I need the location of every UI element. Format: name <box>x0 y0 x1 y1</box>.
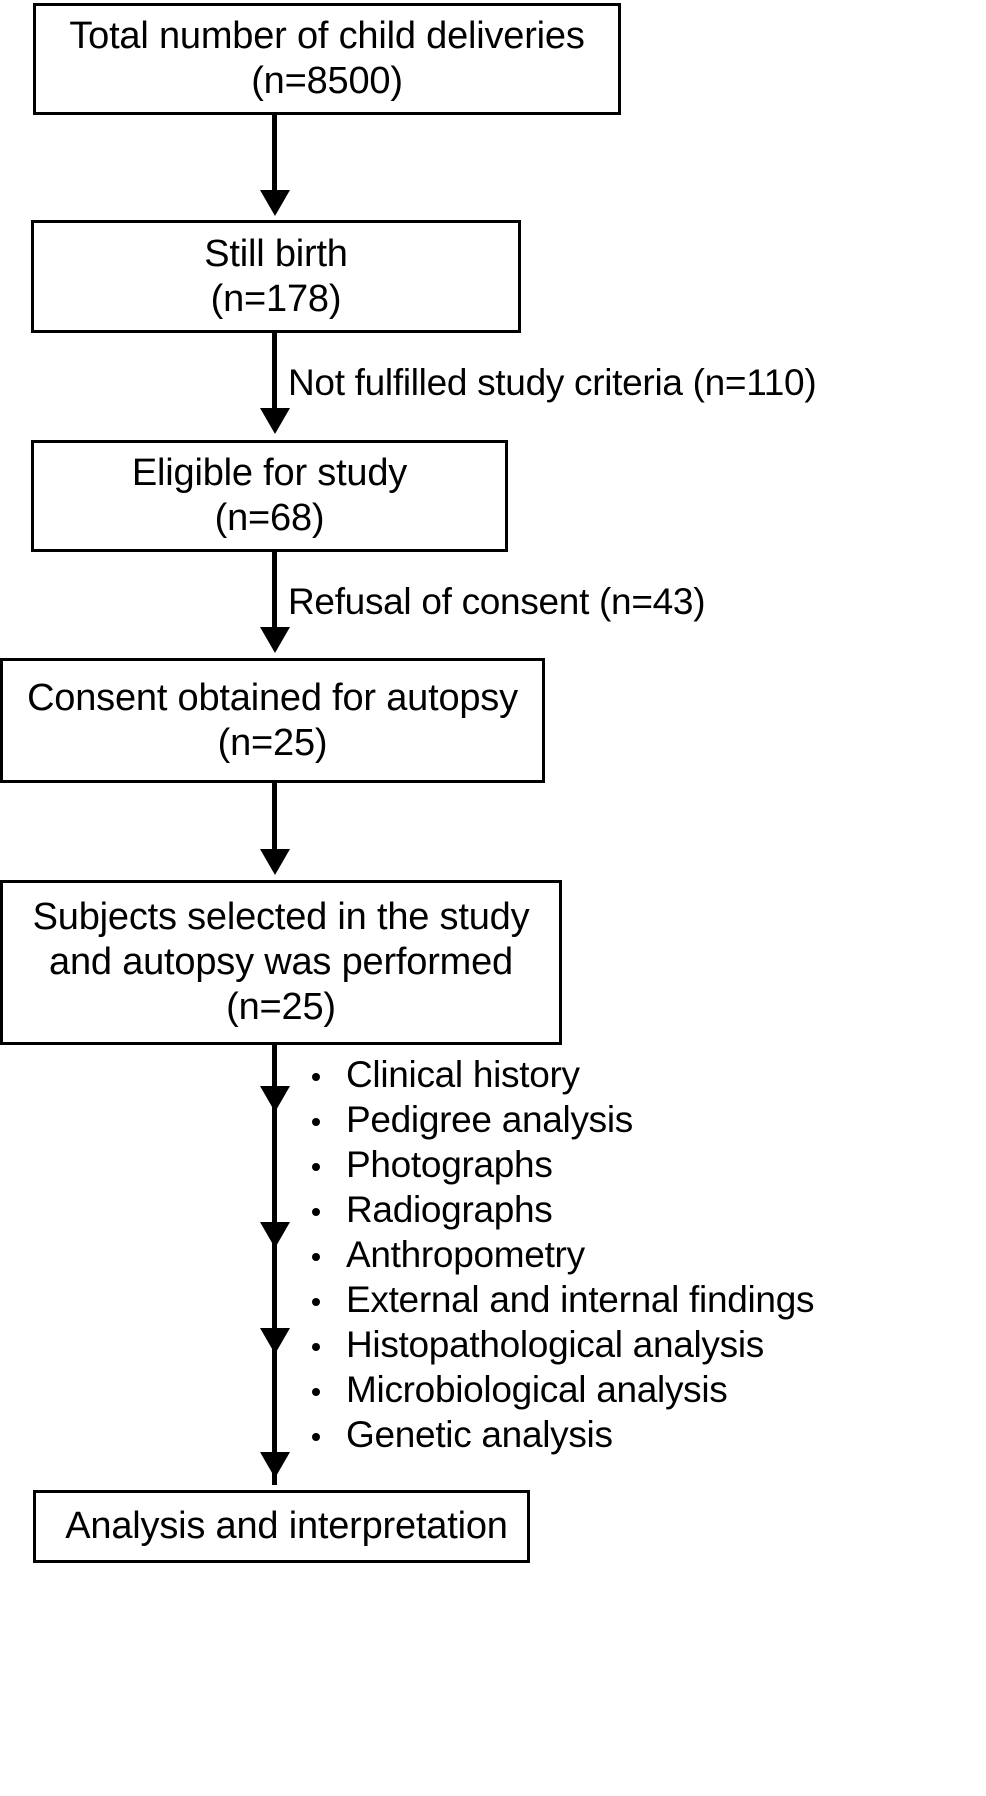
flow-node-total-deliveries: Total number of child deliveries (n=8500… <box>33 3 621 115</box>
flow-node-eligible-for-study: Eligible for study (n=68) <box>31 440 508 552</box>
node-line-count: (n=25) <box>226 985 336 1028</box>
flow-node-still-birth: Still birth (n=178) <box>31 220 521 333</box>
edge-label-refusal-of-consent: Refusal of consent (n=43) <box>288 581 706 622</box>
arrowhead-icon <box>260 627 290 653</box>
list-item: Anthropometry <box>298 1232 814 1277</box>
list-item: Photographs <box>298 1142 814 1187</box>
list-item: External and internal findings <box>298 1277 815 1322</box>
node-line: Consent obtained for autopsy <box>27 676 518 719</box>
flow-node-analysis-interpretation: Analysis and interpretation <box>33 1490 530 1563</box>
connector-consent-to-subjects <box>272 783 277 851</box>
arrowhead-icon <box>260 1452 290 1478</box>
arrowhead-icon <box>260 1222 290 1248</box>
list-item: Pedigree analysis <box>298 1097 814 1142</box>
edge-label-not-fulfilled-criteria: Not fulfilled study criteria (n=110) <box>288 362 817 403</box>
node-line: Total number of child deliveries <box>69 15 585 58</box>
node-line-count: (n=25) <box>217 721 328 764</box>
connector-subjects-to-analysis <box>272 1045 277 1485</box>
node-line-count: (n=8500) <box>251 60 403 102</box>
arrowhead-icon <box>260 408 290 434</box>
connector-eligible-to-consent <box>272 552 277 630</box>
flow-node-subjects-selected: Subjects selected in the study and autop… <box>0 880 562 1045</box>
node-line: Still birth <box>204 232 348 275</box>
node-line-count: (n=178) <box>210 277 342 320</box>
list-item: Clinical history <box>298 1052 814 1097</box>
arrowhead-icon <box>260 190 290 216</box>
connector-total-to-stillbirth <box>272 115 277 193</box>
node-line: Eligible for study <box>131 452 408 495</box>
procedure-list: Clinical history Pedigree analysis Photo… <box>298 1052 815 1457</box>
arrowhead-icon <box>260 849 290 875</box>
list-item: Histopathological analysis <box>298 1322 814 1367</box>
connector-stillbirth-to-eligible <box>272 333 277 411</box>
list-item: Genetic analysis <box>298 1412 814 1457</box>
list-item: Microbiological analysis <box>298 1367 814 1412</box>
node-line: Analysis and interpretation <box>65 1505 508 1548</box>
node-line: Subjects selected in the study <box>32 896 530 939</box>
arrowhead-icon <box>260 1328 290 1354</box>
node-line: and autopsy was performed <box>49 941 513 984</box>
list-item: Radiographs <box>298 1187 814 1232</box>
flow-node-consent-obtained: Consent obtained for autopsy (n=25) <box>0 658 545 783</box>
arrowhead-icon <box>260 1086 290 1112</box>
node-line-count: (n=68) <box>214 497 325 539</box>
